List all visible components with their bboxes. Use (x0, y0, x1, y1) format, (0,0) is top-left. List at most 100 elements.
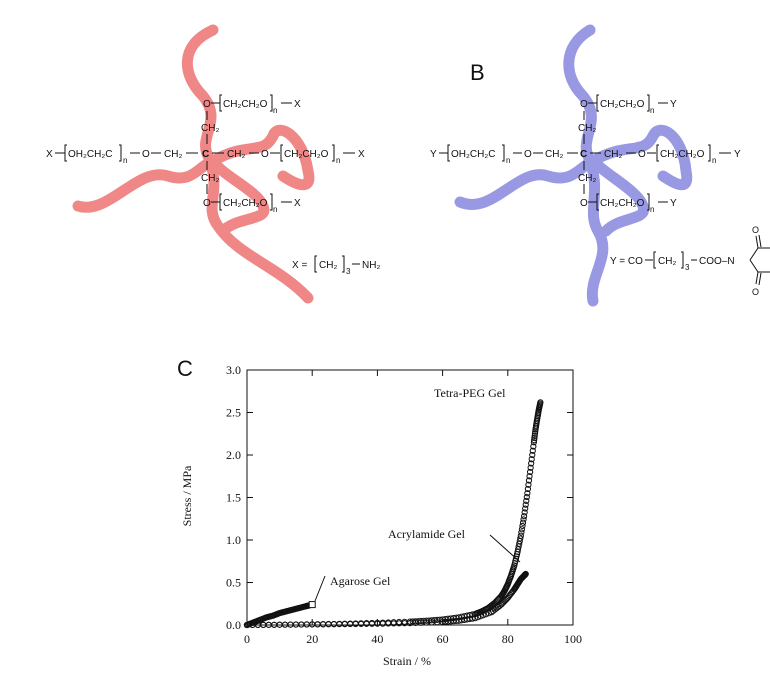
y-tick-label-0: 0.0 (226, 618, 241, 632)
oxygen-bottom-b: O (580, 198, 588, 209)
n-left-b: n (506, 156, 510, 165)
point-tetra-peg-gel-21-1 (524, 485, 532, 493)
panel-a-strands (72, 24, 315, 304)
point-acrylamide-gel-7-5 (469, 615, 476, 622)
point-tetra-peg-gel-19-3 (519, 522, 526, 530)
point-tetra-peg-gel-21-3 (525, 477, 533, 484)
strand-a-3 (207, 124, 315, 191)
core-carbon-b: C (580, 149, 587, 160)
y-tick-label-1: 0.5 (226, 576, 241, 590)
x-right: X (358, 149, 365, 160)
repeat-unit-bottom: CH₂CH₂O (223, 198, 268, 209)
y-definition-prefix: Y = CO (610, 256, 643, 267)
y-tick-label-4: 2.0 (226, 448, 241, 462)
ch2-left: CH₂ (164, 149, 182, 160)
point-tetra-peg-gel-22-5 (530, 443, 537, 450)
y-top: Y (670, 99, 677, 110)
x-definition-bracket: CH₂ (319, 260, 337, 271)
y-definition-suffix: COO–N (699, 256, 735, 267)
point-tetra-peg-gel-20-1 (521, 509, 528, 516)
point-tetra-peg-gel-19 (517, 532, 524, 539)
point-tetra-peg-gel-18-5 (517, 535, 524, 542)
point-acrylamide-gel-2-2 (319, 621, 327, 628)
point-tetra-peg-gel-23-4 (531, 430, 539, 437)
y-definition-bracket: CH₂ (658, 256, 676, 267)
n-bottom-b: n (650, 205, 654, 214)
n-left: n (123, 156, 127, 165)
x-axis-label: Strain / % (383, 654, 431, 668)
panel-c-label: C (177, 356, 193, 381)
point-tetra-peg-gel-22-3 (529, 451, 536, 459)
oxygen-right: O (261, 149, 269, 160)
y-tick-label-3: 1.5 (226, 491, 241, 505)
ch2-bottom: CH₂ (201, 173, 219, 184)
panel-b-strands (454, 24, 693, 307)
n-top: n (273, 106, 277, 115)
repeat-unit-left-b: OH₂CH₂C (451, 149, 495, 160)
formula-a: O CH₂CH₂O n X CH₂ X OH₂CH₂C n O CH₂ C CH… (46, 94, 380, 276)
n-right-b: n (712, 156, 716, 165)
n-right: n (336, 156, 340, 165)
oxygen-top: O (203, 99, 211, 110)
series-acrylamide-gel (243, 570, 529, 629)
point-tetra-peg-gel-21-5 (526, 468, 534, 476)
point-acrylamide-gel-8-4 (482, 611, 490, 618)
oxygen-left: O (142, 149, 150, 160)
x-left: X (46, 149, 53, 160)
point-tetra-peg-gel-22 (527, 464, 534, 471)
y-axis-label: Stress / MPa (180, 465, 194, 526)
x-tick-label-0: 0 (244, 632, 250, 646)
repeat-unit-right: CH₂CH₂O (284, 149, 329, 160)
strand-b-1 (563, 24, 609, 307)
oxygen-top-b: O (580, 99, 588, 110)
ch2-top-b: CH₂ (578, 123, 596, 134)
series-tetra-peg-gel (243, 399, 544, 629)
annotation-agarose: Agarose Gel (330, 574, 391, 588)
point-tetra-peg-gel-21-2 (525, 481, 532, 488)
repeat-unit-left: OH₂CH₂C (68, 149, 112, 160)
point-acrylamide-gel-2-1 (314, 621, 321, 628)
point-tetra-peg-gel-22-4 (529, 447, 536, 454)
point-acrylamide-gel-8-2 (477, 613, 484, 620)
x-bottom: X (294, 198, 301, 209)
point-acrylamide-gel-16 (522, 570, 529, 578)
point-tetra-peg-gel-20-3 (522, 501, 529, 508)
repeat-unit-top-b: CH₂CH₂O (600, 99, 645, 110)
point-tetra-peg-gel-23-2 (531, 434, 538, 442)
point-tetra-peg-gel-23-3 (531, 432, 538, 439)
y-left: Y (430, 149, 437, 160)
point-tetra-peg-gel-19-4 (519, 519, 527, 526)
core-carbon-a: C (202, 149, 209, 160)
ch2-left-b: CH₂ (545, 149, 563, 160)
point-tetra-peg-gel-23-1 (531, 437, 538, 444)
ch2-bottom-b: CH₂ (578, 173, 596, 184)
strand-b-3 (587, 124, 693, 191)
y-tick-label-6: 3.0 (226, 363, 241, 377)
x-tick-label-5: 100 (564, 632, 582, 646)
oxygen-left-b: O (524, 149, 532, 160)
x-tick-label-2: 40 (371, 632, 383, 646)
annotation-tetra-peg: Tetra-PEG Gel (434, 386, 506, 400)
point-tetra-peg-gel-20 (521, 513, 528, 520)
x-definition-suffix: NH₂ (362, 260, 380, 271)
oxygen-right-b: O (638, 149, 646, 160)
point-tetra-peg-gel-21-4 (526, 473, 533, 480)
point-acrylamide-gel-8-1 (474, 614, 482, 621)
data-marks (243, 399, 544, 629)
point-acrylamide-gel-8 (472, 615, 479, 622)
succinimide-ring (749, 234, 770, 286)
y-definition-subscript: 3 (685, 263, 690, 272)
ring-oxygen-top: O (752, 225, 759, 235)
y-tick-label-2: 1.0 (226, 533, 241, 547)
strand-b-2 (454, 155, 599, 210)
panel-b-structure: O CH₂CH₂O n Y CH₂ Y OH₂CH₂C n O CH₂ C CH… (430, 24, 770, 307)
point-tetra-peg-gel-20-2 (522, 505, 529, 512)
y-right: Y (734, 149, 741, 160)
panel-a-structure: O CH₂CH₂O n X CH₂ X OH₂CH₂C n O CH₂ C CH… (8, 16, 410, 306)
leader-agarose (314, 575, 326, 602)
strand-a-1 (181, 24, 314, 304)
formula-b: O CH₂CH₂O n Y CH₂ Y OH₂CH₂C n O CH₂ C CH… (430, 94, 770, 297)
agarose-end-marker (308, 601, 316, 609)
